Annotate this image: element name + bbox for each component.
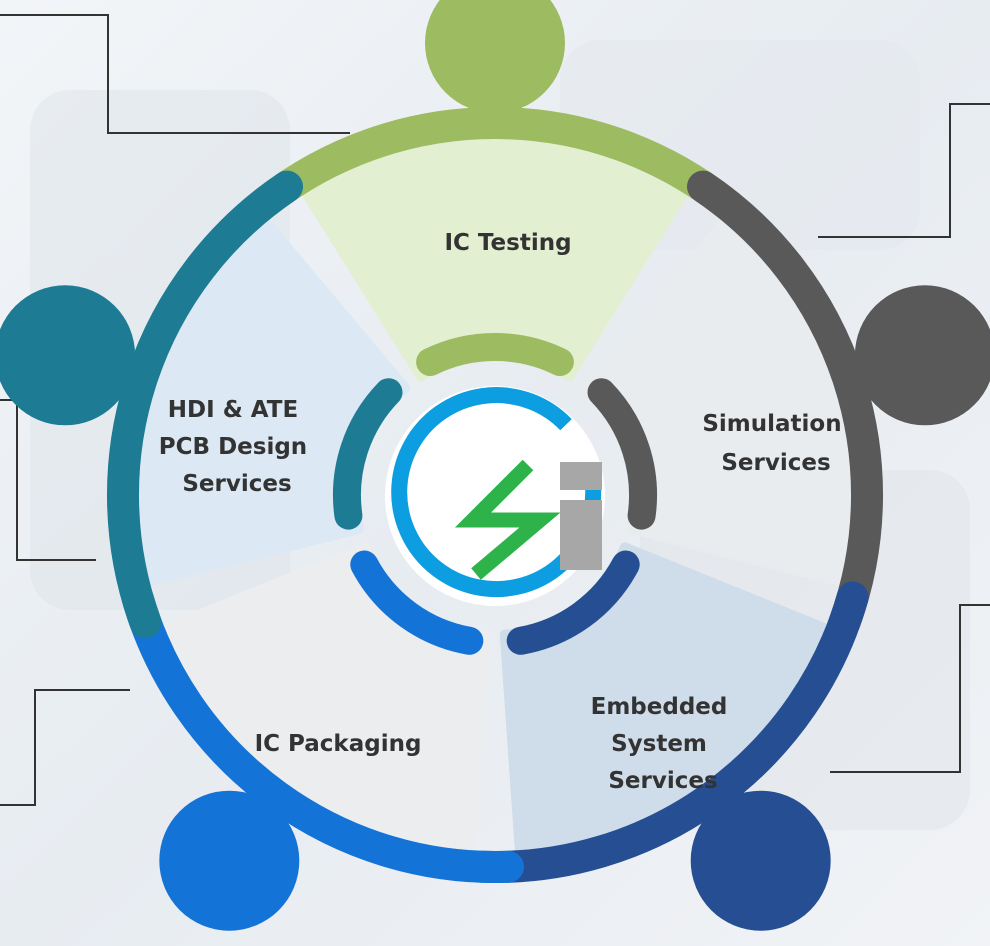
- connector-top-right: [818, 103, 990, 238]
- logo-bolt: [454, 459, 561, 580]
- segment-head-embedded: [690, 790, 831, 931]
- segment-inner-arc-simulation: [587, 378, 658, 530]
- segment-inner-arc-ic-packaging: [350, 550, 484, 655]
- segment-head-hdi-pcb: [0, 285, 136, 426]
- connector-bottom-right: [830, 604, 990, 773]
- label-ic-testing: IC Testing: [444, 230, 571, 256]
- segment-inner-arc-ic-testing: [416, 333, 574, 376]
- segment-head-simulation: [854, 285, 990, 426]
- segment-head-ic-packaging: [159, 790, 300, 931]
- segment-inner-arc-hdi-pcb: [332, 378, 403, 530]
- connector-top-left: [0, 14, 350, 134]
- label-hdi-ate-pcb-design-services: HDI & ATE PCB Design Services: [159, 397, 315, 497]
- segment-arms-ic-testing: [250, 107, 740, 218]
- label-embedded-system-services: Embedded System Services: [591, 694, 736, 794]
- logo-i-stem: [560, 500, 602, 570]
- connector-bottom-left: [0, 689, 130, 806]
- segment-arms-ic-packaging: [121, 581, 524, 884]
- segment-labels: IC Testing Simulation Services Embedded …: [159, 230, 849, 794]
- center-logo: [385, 386, 605, 606]
- logo-i-dot: [560, 462, 602, 490]
- segment-head-ic-testing: [425, 0, 565, 113]
- segment-arms-hdi-pcb: [106, 170, 303, 639]
- segment-inner-arc-embedded: [506, 550, 640, 655]
- segment-arms-simulation: [687, 170, 884, 639]
- connector-lines: [0, 14, 990, 806]
- label-ic-packaging: IC Packaging: [255, 731, 422, 757]
- segment-arms-embedded: [466, 581, 869, 884]
- label-simulation-services: Simulation Services: [702, 411, 849, 476]
- connector-mid-left: [0, 399, 96, 561]
